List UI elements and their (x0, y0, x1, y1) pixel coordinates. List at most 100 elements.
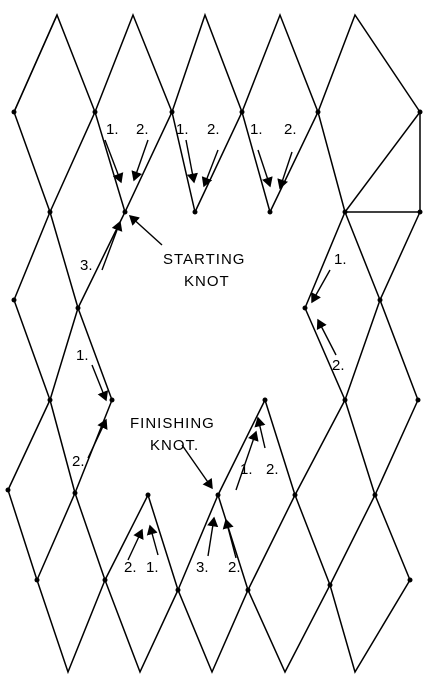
step-label: 2. (207, 121, 220, 138)
knot (72, 490, 78, 496)
finishing-knot (215, 492, 221, 498)
step-label: 2. (136, 121, 149, 138)
arrow-icon (316, 318, 337, 356)
mesh-line (247, 494, 296, 591)
knot (417, 209, 423, 215)
knot (292, 492, 298, 498)
mesh-line (217, 399, 266, 496)
step-label: 1. (76, 347, 89, 364)
mesh-line (217, 494, 249, 591)
knot (169, 109, 175, 115)
direction-arrows (87, 139, 337, 561)
mesh-line (94, 111, 126, 213)
starting-knot-caption-line1: STARTING (163, 251, 245, 268)
step-label: 1. (334, 251, 347, 268)
step-label: 2. (284, 121, 297, 138)
knot (239, 109, 245, 115)
arrow-icon (127, 528, 144, 561)
mesh-line (344, 399, 376, 496)
mesh-line (171, 111, 196, 213)
arrow-icon (104, 139, 124, 184)
finishing-knot-pointer (181, 444, 213, 490)
mesh-bottom-edge (36, 577, 411, 675)
knot (262, 397, 268, 403)
step-label: 2. (332, 357, 345, 374)
finishing-knot-caption-line2: KNOT. (150, 437, 199, 454)
mesh-line (36, 492, 76, 581)
mesh-line (344, 211, 381, 301)
arrow-icon (185, 139, 198, 184)
knot (245, 587, 251, 593)
knot (372, 492, 378, 498)
arrow-icon (257, 149, 273, 188)
mesh-line (344, 111, 421, 213)
mesh-line (379, 211, 421, 301)
mesh-line (49, 399, 76, 494)
arrow-icon (87, 418, 108, 459)
step-label: 1. (176, 121, 189, 138)
knot (327, 582, 333, 588)
mesh-line (374, 494, 411, 581)
step-label: 3. (80, 257, 93, 274)
mesh-line (74, 492, 106, 581)
mesh-line (294, 494, 331, 586)
knot (302, 305, 308, 311)
knot (11, 297, 17, 303)
mesh-line (49, 111, 96, 213)
step-label: 2. (124, 559, 137, 576)
arrow-icon (101, 220, 123, 271)
knot (407, 577, 413, 583)
mesh-line (177, 494, 219, 591)
mesh-line (241, 111, 271, 213)
knot (102, 577, 108, 583)
mesh-top-edge (13, 12, 421, 115)
knot (145, 492, 151, 498)
arrow-icon (146, 524, 159, 556)
mesh-line (379, 299, 419, 401)
starting-knot-pointer (128, 215, 163, 246)
mesh-line (13, 211, 51, 301)
arrow-icon (201, 149, 219, 188)
mesh-line (13, 111, 51, 213)
mesh-line (317, 111, 346, 213)
arrow-icon (277, 151, 293, 190)
mesh-line (49, 211, 79, 309)
step-label: 1. (250, 121, 263, 138)
knot (47, 397, 53, 403)
knot (34, 577, 40, 583)
starting-knot (122, 209, 128, 215)
knot (109, 397, 115, 403)
mesh-line (374, 399, 419, 496)
mesh-line (7, 489, 38, 581)
step-label: 1. (106, 121, 119, 138)
arrow-icon (254, 416, 266, 449)
mesh-line (329, 494, 376, 586)
knot (11, 109, 17, 115)
knot (47, 209, 53, 215)
knot (5, 487, 11, 493)
mesh-line (344, 299, 381, 401)
net-mesh (7, 12, 421, 675)
arrow-icon (222, 518, 237, 559)
mesh-line (49, 307, 79, 401)
mesh-line (147, 494, 179, 591)
mesh-line (77, 307, 113, 401)
mesh-line (194, 111, 243, 213)
mesh-line (264, 399, 296, 496)
arrow-icon (311, 269, 331, 304)
step-label: 1. (240, 461, 253, 478)
mesh-line (7, 399, 51, 491)
knot (417, 109, 423, 115)
step-label: 3. (196, 559, 209, 576)
mesh-line (13, 14, 58, 113)
mesh-line (104, 494, 149, 581)
knot (192, 209, 198, 215)
knot (75, 305, 81, 311)
knot (92, 109, 98, 115)
mesh-line (269, 111, 319, 213)
knot (342, 209, 348, 215)
step-label: 1. (146, 559, 159, 576)
knot (175, 587, 181, 593)
step-label: 2. (228, 559, 241, 576)
